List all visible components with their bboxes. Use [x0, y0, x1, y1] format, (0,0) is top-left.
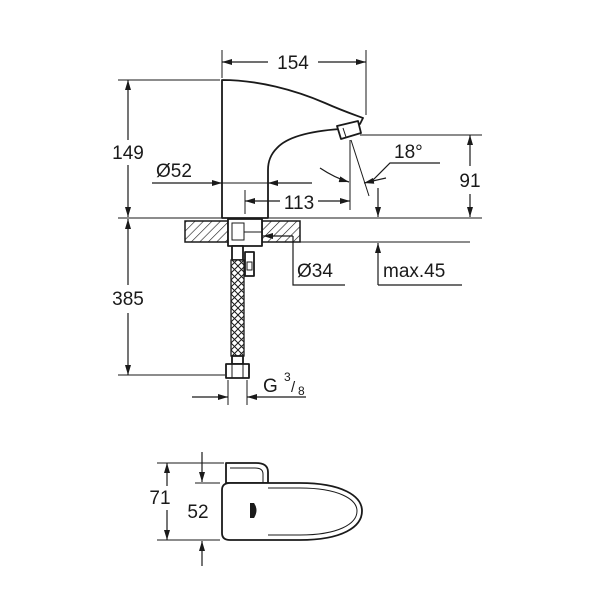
dimension-overall-depth: 71 [149, 462, 224, 541]
dimension-spray-angle: 18° [319, 139, 440, 197]
dimension-body-width: 52 [187, 452, 220, 566]
hose-length-label: 385 [112, 289, 144, 310]
sensor-window [250, 503, 257, 518]
spray-angle-label: 18° [394, 142, 423, 163]
counter-thickness-label: max.45 [383, 261, 445, 282]
spout-body-inner-line [268, 487, 358, 536]
outlet-height-label: 91 [459, 171, 480, 192]
lever-inner-line [230, 467, 264, 483]
dimension-counter-thickness: max.45 [375, 188, 462, 286]
dimension-overall-height: 149 [112, 79, 220, 217]
body-width-label: 52 [187, 502, 208, 523]
dimension-outlet-projection: 113 [244, 140, 351, 214]
counter-section-right [261, 220, 301, 243]
thread-denominator: 8 [298, 384, 305, 398]
overall-depth-label: 71 [149, 488, 170, 509]
outlet-projection-label: 113 [284, 193, 314, 214]
dimension-base-diameter: Ø52 [152, 161, 312, 186]
spout-body-top [221, 482, 363, 541]
sensor-cable-connector [244, 251, 255, 277]
lever-handle [225, 462, 269, 484]
hose-end-nut [225, 363, 250, 379]
overall-length-label: 154 [277, 53, 309, 74]
nozzle-detail-line [342, 127, 347, 138]
connector-detail [246, 261, 253, 271]
spout-outlet-nozzle [336, 120, 362, 140]
overall-height-label: 149 [112, 143, 144, 164]
thread-slash: / [291, 379, 296, 396]
counter-section-left [184, 220, 229, 243]
side-view: 154 149 Ø52 113 18° [112, 50, 482, 405]
thread-numerator: 3 [284, 370, 291, 384]
spray-direction-line [350, 139, 370, 197]
dimension-outlet-height: 91 [360, 134, 482, 217]
base-diameter-label: Ø52 [156, 161, 192, 182]
hose-top-collar [231, 245, 244, 261]
dimension-mounting-hole: Ø34 [263, 233, 345, 286]
thread-letter: G [263, 376, 278, 397]
mounting-hole-label: Ø34 [297, 261, 333, 282]
braided-hose [230, 259, 245, 357]
dimension-hose-length: 385 [112, 219, 225, 376]
hose-end-neck [231, 355, 244, 365]
dimension-connection-thread: G 3 / 8 [192, 370, 306, 405]
dimension-overall-length: 154 [221, 50, 367, 115]
top-view: 71 52 [149, 452, 363, 566]
